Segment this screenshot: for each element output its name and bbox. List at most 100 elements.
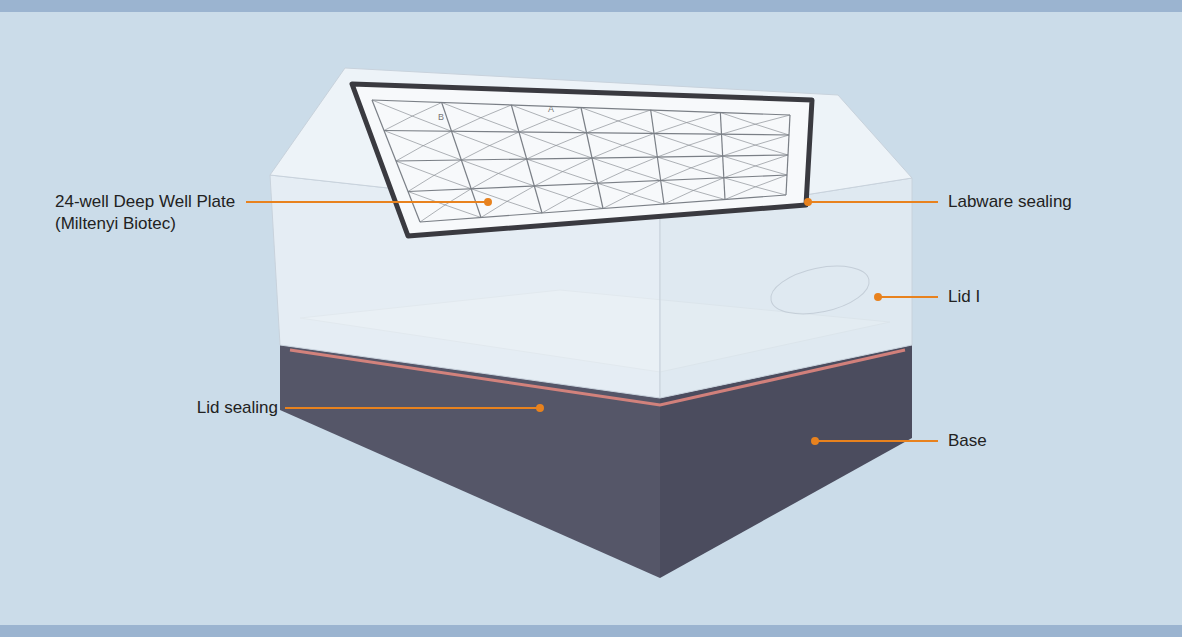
well-wall: [724, 178, 756, 187]
well-wall: [563, 172, 598, 184]
well-wall: [452, 118, 481, 132]
well-wall: [755, 124, 789, 135]
row-letter: A: [548, 104, 554, 114]
well-wall: [618, 110, 651, 121]
well-wall: [534, 186, 569, 198]
well-wall: [471, 173, 498, 188]
well-wall: [598, 170, 627, 184]
well-wall: [654, 134, 689, 146]
well-wall: [661, 168, 691, 181]
well-wall: [631, 194, 664, 204]
well-wall: [563, 158, 592, 172]
well-wall: [755, 115, 790, 124]
top-bar: [0, 0, 1182, 12]
leader-line: [880, 296, 938, 298]
well-wall: [452, 131, 490, 145]
well-wall: [592, 145, 622, 158]
well-wall: [657, 145, 689, 157]
well-wall: [420, 205, 445, 222]
well-wall: [618, 121, 654, 134]
well-wall: [755, 166, 787, 175]
well-wall: [420, 195, 786, 222]
well-wall: [651, 110, 687, 123]
well-wall: [755, 187, 786, 195]
well-wall: [755, 175, 787, 187]
well-wall: [384, 131, 423, 146]
well-wall: [689, 145, 723, 156]
well-wall: [631, 181, 660, 195]
well-wall: [511, 105, 549, 119]
well-wall: [693, 190, 725, 199]
leader-line: [810, 201, 938, 203]
well-wall: [549, 108, 581, 120]
well-wall: [434, 175, 471, 188]
well-wall: [687, 123, 722, 135]
well-wall: [423, 131, 451, 145]
well-wall: [722, 134, 756, 145]
well-wall: [627, 170, 661, 181]
well-wall: [498, 173, 534, 186]
leader-line: [817, 440, 938, 442]
well-wall: [725, 187, 755, 200]
well-wall: [569, 198, 603, 209]
well-wall: [490, 132, 519, 146]
well-wall: [691, 156, 723, 168]
leader-line: [285, 407, 538, 409]
leader-line: [246, 201, 486, 203]
well-wall: [434, 160, 461, 175]
well-wall: [755, 135, 789, 145]
well-wall: [598, 183, 632, 194]
well-wall: [534, 172, 562, 186]
part-label: Lid sealing: [197, 397, 278, 419]
well-wall: [687, 113, 721, 123]
well-wall: [527, 145, 556, 159]
leader-dot: [875, 294, 881, 300]
well-wall: [691, 168, 724, 178]
well-wall: [396, 146, 423, 161]
well-wall: [408, 175, 434, 191]
part-label: Labware sealing: [948, 191, 1072, 213]
well-wall: [442, 103, 481, 118]
well-wall: [445, 205, 481, 218]
well-wall: [481, 105, 511, 118]
well-wall: [622, 134, 654, 146]
well-wall: [587, 133, 623, 146]
well-wall: [755, 155, 788, 166]
well-wall: [720, 113, 755, 125]
well-wall: [507, 186, 534, 201]
well-wall: [587, 121, 619, 133]
well-wall: [519, 119, 549, 132]
well-wall: [661, 181, 694, 191]
well-wall: [412, 116, 451, 131]
well-wall: [664, 190, 693, 204]
well-wall: [372, 100, 412, 116]
well-wall: [481, 118, 519, 132]
well-wall: [461, 160, 498, 173]
well-wall: [654, 123, 687, 134]
well-wall: [755, 145, 788, 155]
well-wall: [519, 132, 556, 145]
well-wall: [622, 145, 657, 157]
well-wall: [592, 158, 627, 170]
well-wall: [423, 146, 461, 160]
well-wall: [603, 194, 631, 208]
row-letter: B: [438, 112, 444, 122]
labware-sealing-frame: [352, 84, 812, 236]
well-wall: [569, 183, 597, 197]
well-wall: [724, 166, 756, 178]
well-wall: [396, 161, 434, 175]
well-wall: [556, 145, 592, 158]
part-label: Lid I: [948, 286, 980, 308]
leader-dot: [805, 199, 811, 205]
well-wall: [507, 201, 542, 213]
well-grid: [372, 100, 790, 222]
lid-grip: [767, 258, 874, 322]
well-wall: [581, 108, 618, 121]
well-wall: [549, 119, 586, 132]
well-wall: [498, 159, 526, 173]
well-wall: [412, 103, 441, 117]
well-wall: [384, 116, 412, 130]
leader-dot: [812, 438, 818, 444]
well-wall: [556, 133, 586, 146]
